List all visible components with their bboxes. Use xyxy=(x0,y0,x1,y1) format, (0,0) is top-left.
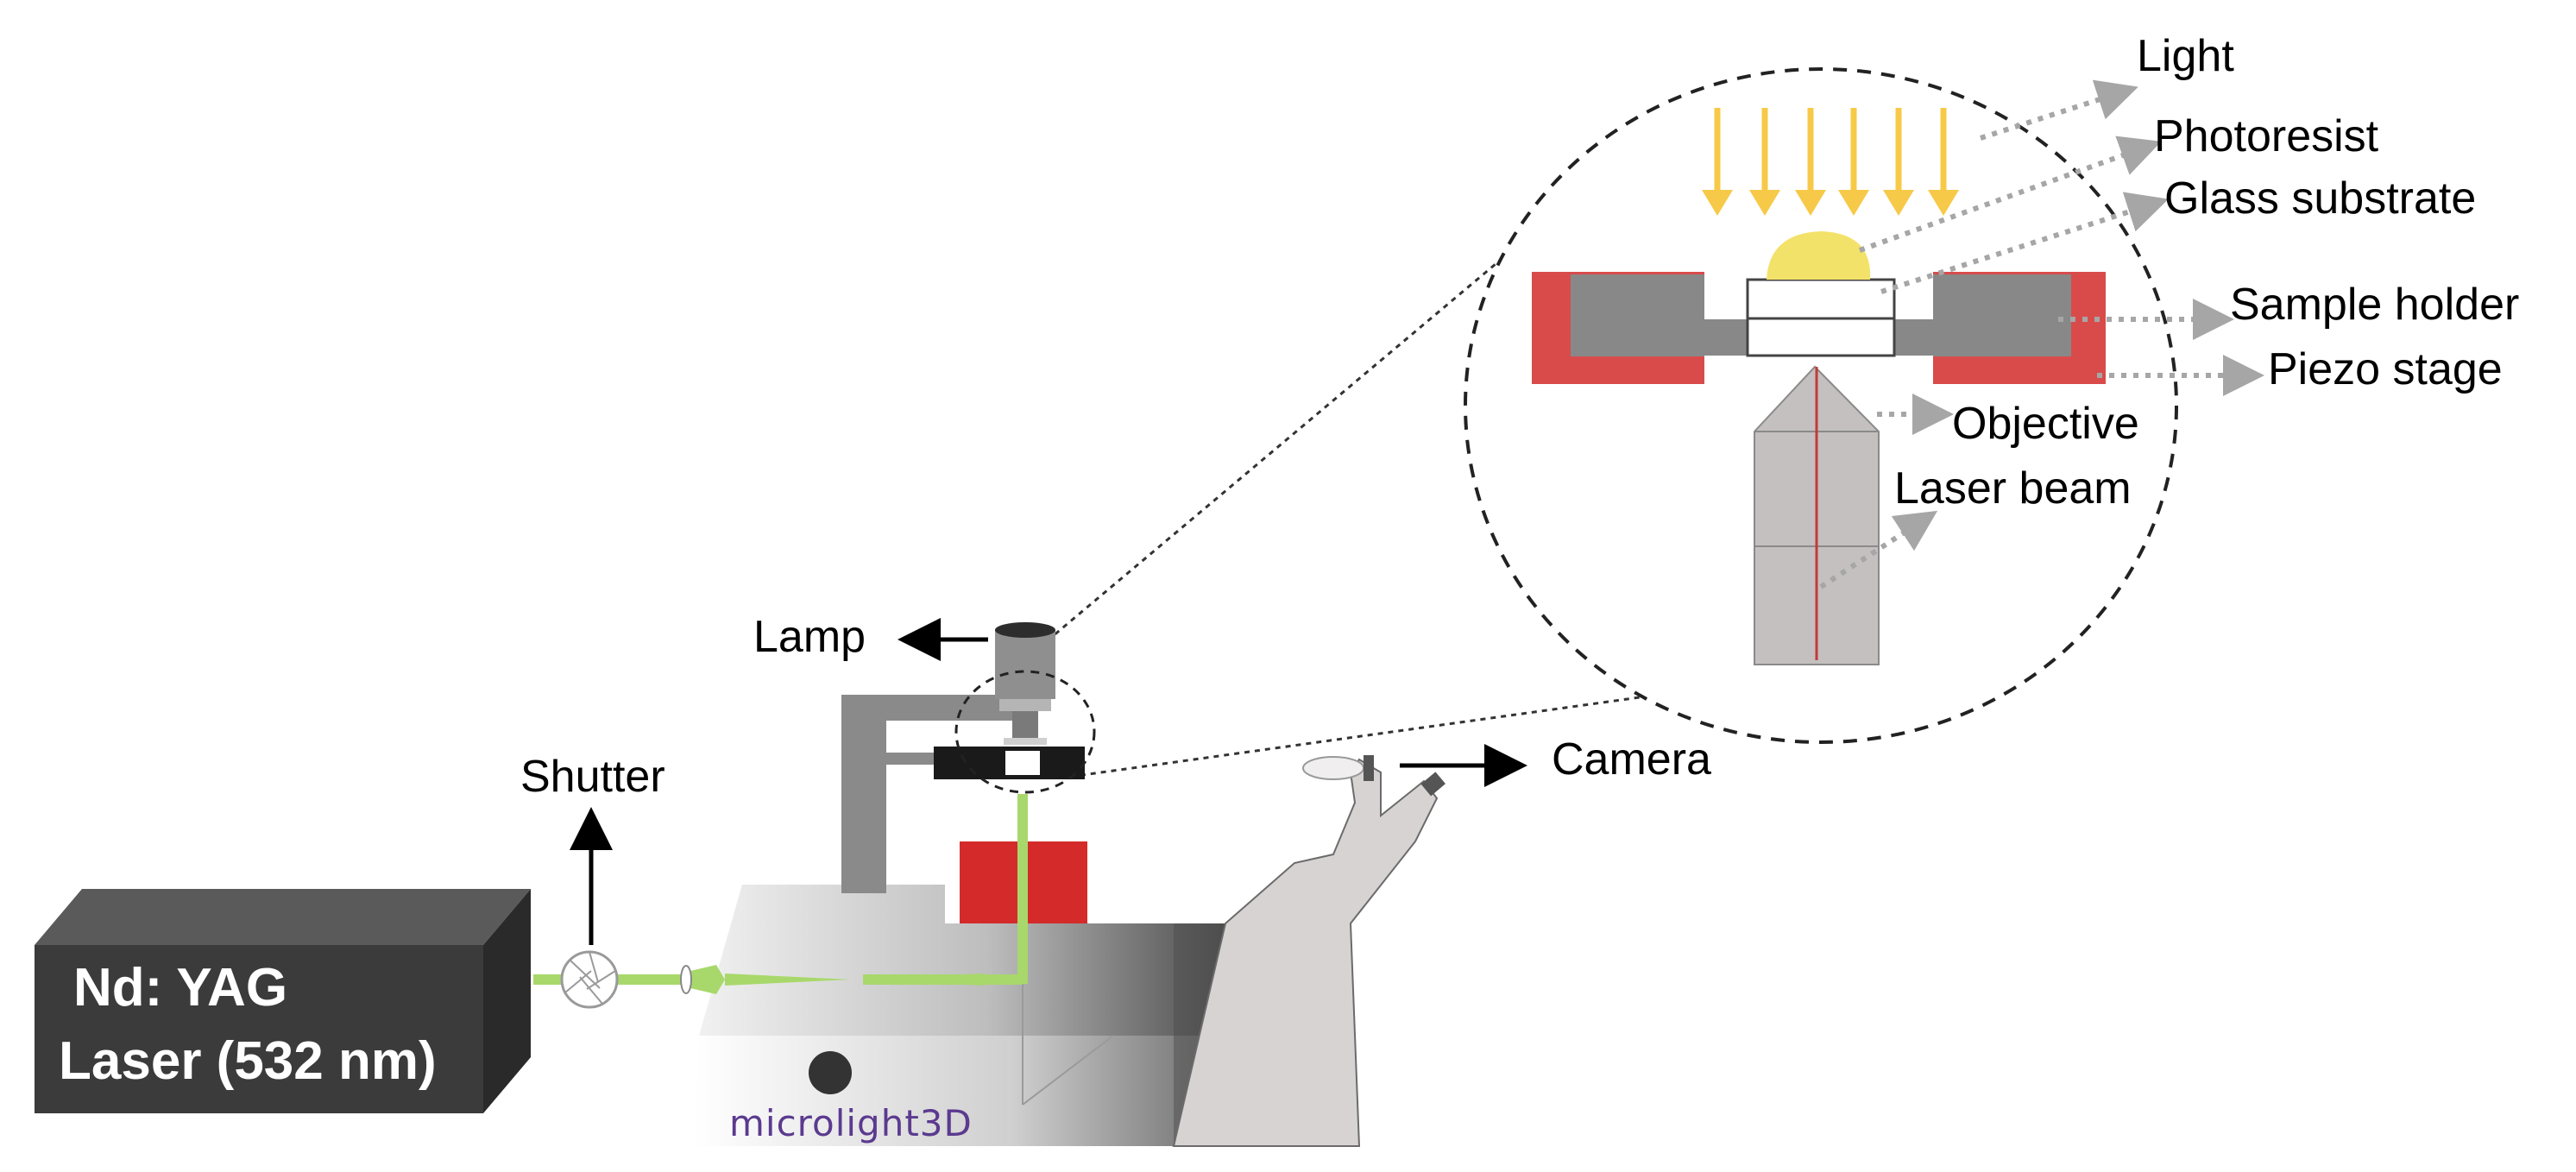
sample-holder-right xyxy=(1933,274,2071,356)
label-camera: Camera xyxy=(1552,734,1711,784)
laser-box-line2: Laser (532 nm) xyxy=(59,1031,437,1091)
glass-substrate-upper xyxy=(1746,278,1896,320)
annotation-arrows xyxy=(570,618,1527,945)
zoom-connector-lines xyxy=(1030,249,1641,778)
lamp-body xyxy=(995,630,1055,699)
photoresist-droplet xyxy=(1767,231,1871,280)
label-objective: Objective xyxy=(1952,399,2139,449)
dotted-leaders xyxy=(1819,79,2264,589)
laser-box-line1: Nd: YAG xyxy=(73,958,287,1018)
label-laser-beam: Laser beam xyxy=(1894,463,2132,514)
label-light: Light xyxy=(2137,31,2234,81)
laser-beam-path xyxy=(533,794,1028,994)
camera-port xyxy=(1172,758,1439,1147)
label-lamp: Lamp xyxy=(753,612,866,662)
microscope-arm-vertical xyxy=(841,695,886,893)
microscope xyxy=(695,622,1445,1147)
laser-source-box xyxy=(35,889,531,1113)
focus-knob-icon xyxy=(809,1051,852,1094)
microlight3d-logo: microlight3D xyxy=(729,1102,973,1144)
zoom-origin-circle xyxy=(954,670,1096,794)
zoomed-sample-assembly xyxy=(1532,231,2106,665)
label-piezo-stage: Piezo stage xyxy=(2268,344,2503,394)
microscope-base-upper xyxy=(699,885,1225,1036)
label-photoresist: Photoresist xyxy=(2154,111,2379,161)
light-arrows-icon xyxy=(1702,108,1959,216)
label-glass-substrate: Glass substrate xyxy=(2164,173,2476,224)
shutter-icon xyxy=(560,950,619,1009)
label-sample-holder: Sample holder xyxy=(2230,280,2519,330)
label-shutter: Shutter xyxy=(520,752,665,802)
sample-holder-left xyxy=(1571,274,1704,356)
glass-substrate-lower xyxy=(1746,317,1896,357)
